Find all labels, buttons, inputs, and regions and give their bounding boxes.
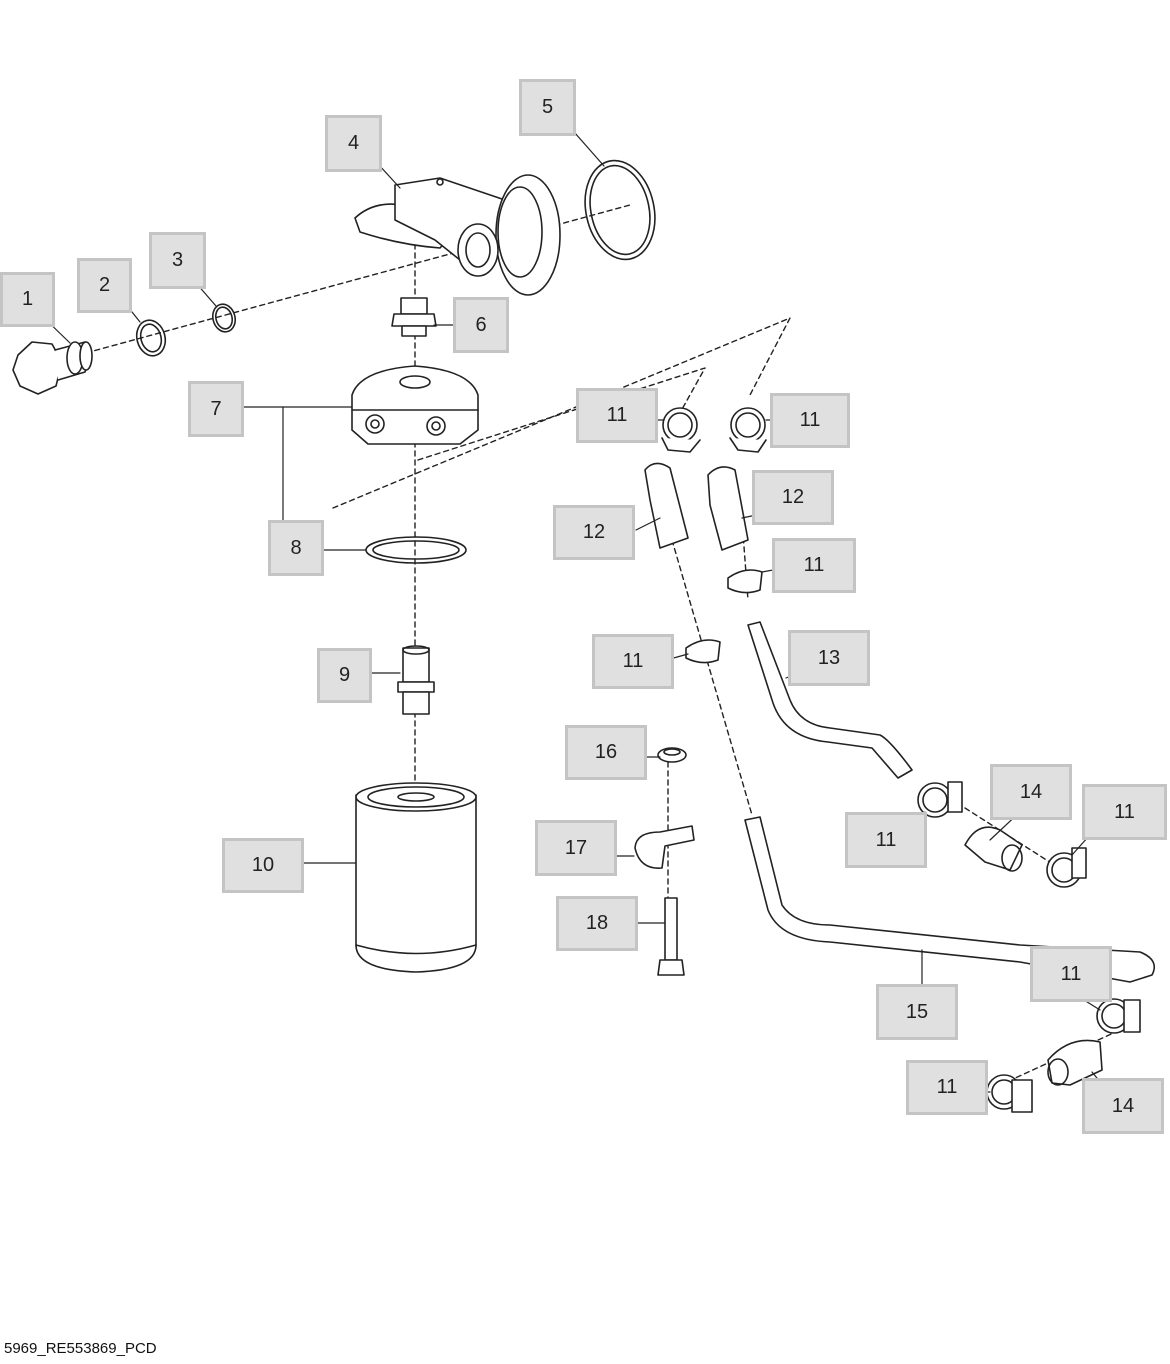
callout-4: 4 (325, 115, 382, 172)
callout-11e: 11 (1082, 784, 1167, 840)
callout-12b: 12 (752, 470, 834, 525)
callout-11d: 11 (592, 634, 674, 689)
callout-7: 7 (188, 381, 244, 437)
part-14-elbow-a (964, 826, 1023, 871)
callout-9: 9 (317, 648, 372, 703)
part-13-hose (747, 621, 913, 779)
callout-10: 10 (222, 838, 304, 893)
part-1-plug (12, 341, 93, 395)
part-14-elbow-b (1047, 1039, 1103, 1086)
part-5-o-ring (584, 159, 656, 261)
callout-5: 5 (519, 79, 576, 136)
part-9-nipple (397, 645, 435, 715)
callout-11c: 11 (772, 538, 856, 593)
callout-13: 13 (788, 630, 870, 686)
part-2-o-ring (135, 319, 167, 357)
callout-6: 6 (453, 297, 509, 353)
callout-11g: 11 (1030, 946, 1112, 1002)
diagram-code: 5969_RE553869_PCD (4, 1340, 157, 1357)
callout-11f: 11 (845, 812, 927, 868)
part-12-elbow-a (644, 462, 689, 549)
callout-14b: 14 (1082, 1078, 1164, 1134)
callout-11a: 11 (576, 388, 658, 443)
part-11-clamps (661, 407, 1141, 1113)
callout-3: 3 (149, 232, 206, 289)
callout-1: 1 (0, 272, 55, 327)
callout-15: 15 (876, 984, 958, 1040)
part-18-bolt (657, 897, 685, 976)
callout-11b: 11 (770, 393, 850, 448)
part-3-o-ring (211, 303, 237, 333)
callout-8: 8 (268, 520, 324, 576)
callout-17: 17 (535, 820, 617, 876)
callout-18: 18 (556, 896, 638, 951)
callout-16: 16 (565, 725, 647, 780)
callout-14a: 14 (990, 764, 1072, 820)
part-4-adapter (354, 174, 561, 296)
part-6-fitting (391, 297, 437, 337)
part-17-clip (634, 825, 695, 869)
callout-12a: 12 (553, 505, 635, 560)
part-10-filter (355, 782, 477, 973)
callout-2: 2 (77, 258, 132, 313)
callout-11h: 11 (906, 1060, 988, 1115)
part-15-hose (744, 816, 1156, 983)
part-12-elbow-b (707, 466, 749, 551)
part-7-filter-head (351, 365, 479, 445)
